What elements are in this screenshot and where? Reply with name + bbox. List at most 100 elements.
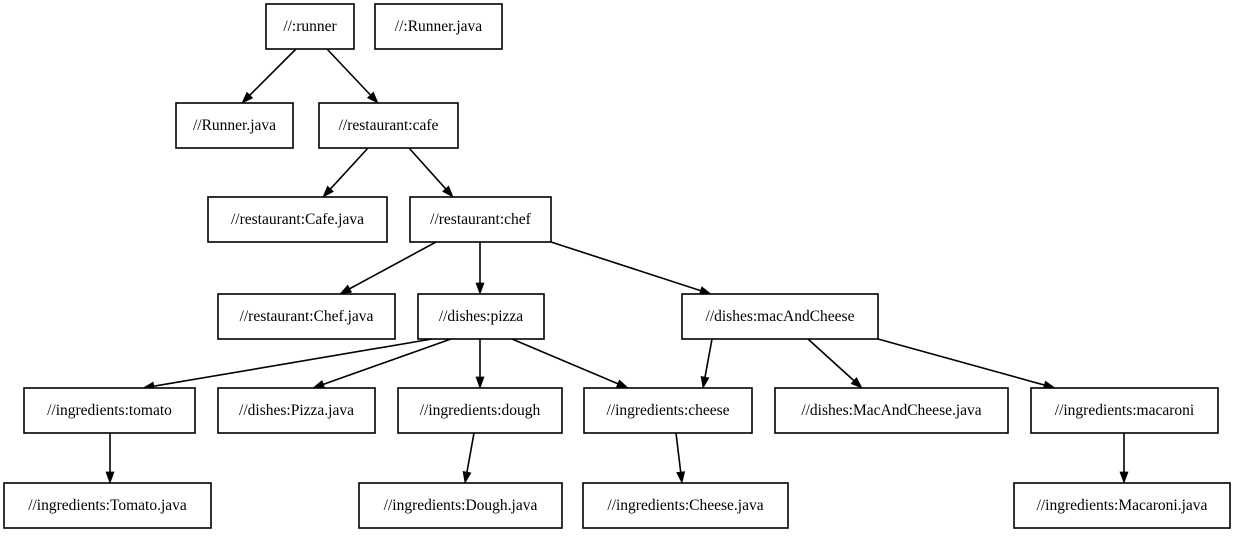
edge-line [326,48,372,96]
node-label: //ingredients:Cheese.java [607,497,763,514]
graph-edge [408,147,454,198]
node-label: //ingredients:tomato [47,402,172,419]
node-label: //restaurant:Cafe.java [231,211,364,228]
graph-edge [807,338,863,389]
node-label: //restaurant:Chef.java [240,308,374,325]
node-label: //Runner.java [193,117,276,134]
graph-node-runner-java[interactable]: //Runner.java [175,102,294,149]
node-label: //ingredients:Macaroni.java [1037,497,1208,514]
node-label: //dishes:MacAndCheese.java [801,402,981,419]
graph-edge [475,339,485,390]
edge-line [408,147,447,190]
node-label: //ingredients:macaroni [1055,402,1195,419]
edge-arrowhead-icon [312,379,326,389]
graph-node-ing-macaroni-java[interactable]: //ingredients:Macaroni.java [1013,482,1231,529]
edge-line [349,241,437,290]
node-box[interactable] [318,102,459,149]
edge-arrowhead-icon [105,471,115,485]
graph-node-restaurant-cafe[interactable]: //restaurant:cafe [318,102,459,149]
edge-line [153,338,433,387]
node-label: //ingredients:Tomato.java [28,497,187,514]
node-box[interactable] [1013,482,1231,529]
edge-layer [105,48,1129,485]
graph-node-ing-cheese-java[interactable]: //ingredients:Cheese.java [582,482,789,529]
node-box[interactable] [582,482,789,529]
node-box[interactable] [3,482,212,529]
edge-arrowhead-icon [366,91,379,104]
edge-arrowhead-icon [676,471,686,485]
graph-node-ing-tomato-java[interactable]: //ingredients:Tomato.java [3,482,212,529]
graph-edge [105,433,115,485]
graph-edge [475,242,485,296]
edge-line [511,338,619,385]
edge-arrowhead-icon [475,282,485,296]
graph-edge [312,338,452,389]
edge-arrowhead-icon [339,284,353,295]
graph-edge [550,241,712,295]
node-box[interactable] [217,387,376,434]
graph-node-runner-java-root[interactable]: //:Runner.java [374,3,503,50]
graph-node-ing-tomato[interactable]: //ingredients:tomato [23,387,196,434]
node-box[interactable] [583,387,753,434]
node-label: //dishes:macAndCheese [706,308,855,325]
node-label: //:runner [283,18,337,35]
graph-node-restaurant-chef-java[interactable]: //restaurant:Chef.java [217,293,396,340]
node-box[interactable] [374,3,503,50]
graph-node-ing-macaroni[interactable]: //ingredients:macaroni [1030,387,1219,434]
node-label: //restaurant:cafe [339,117,439,134]
graph-edge [462,432,475,485]
graph-edge [339,241,437,295]
graph-node-ing-dough[interactable]: //ingredients:dough [397,387,563,434]
node-label: //ingredients:cheese [606,402,729,419]
graph-edge [241,48,297,104]
edge-arrowhead-icon [475,376,485,390]
node-box[interactable] [207,196,388,243]
node-box[interactable] [397,387,563,434]
graph-node-runner-target[interactable]: //:runner [265,3,355,50]
edge-arrowhead-icon [462,471,472,485]
edge-arrowhead-icon [322,185,334,198]
node-box[interactable] [23,387,196,434]
edge-line [704,338,713,378]
node-box[interactable] [175,102,294,149]
edge-line [877,338,1045,386]
node-label: //:Runner.java [395,18,483,35]
node-box[interactable] [217,293,396,340]
edge-arrowhead-icon [700,376,710,390]
graph-edge [700,338,713,390]
graph-edge [141,338,433,391]
edge-line [550,241,701,292]
node-label: //ingredients:dough [420,402,541,419]
node-box[interactable] [265,3,355,50]
node-box[interactable] [409,196,552,243]
graph-edge [322,147,369,198]
edge-line [323,338,452,386]
edge-line [675,432,682,473]
graph-node-dishes-pizza[interactable]: //dishes:pizza [417,293,545,340]
graph-node-dishes-macandcheese[interactable]: //dishes:macAndCheese [681,293,879,340]
edge-arrowhead-icon [1119,471,1129,485]
node-box[interactable] [358,482,563,529]
node-box[interactable] [681,293,879,340]
graph-node-restaurant-chef[interactable]: //restaurant:chef [409,196,552,243]
edge-arrowhead-icon [850,377,863,389]
edge-arrowhead-icon [615,379,629,389]
graph-node-ing-cheese[interactable]: //ingredients:cheese [583,387,753,434]
graph-node-dishes-macandcheese-java[interactable]: //dishes:MacAndCheese.java [774,387,1009,434]
node-label: //dishes:Pizza.java [239,402,354,419]
edge-line [329,147,369,190]
node-box[interactable] [1030,387,1219,434]
graph-node-restaurant-cafe-java[interactable]: //restaurant:Cafe.java [207,196,388,243]
graph-edge [1119,433,1129,485]
graph-node-ing-dough-java[interactable]: //ingredients:Dough.java [358,482,563,529]
node-box[interactable] [417,293,545,340]
node-layer: //:runner //:Runner.java //Runner.java //re… [3,3,1231,529]
node-label: //restaurant:chef [430,211,532,228]
graph-edge [326,48,379,104]
node-box[interactable] [774,387,1009,434]
graph-node-dishes-pizza-java[interactable]: //dishes:Pizza.java [217,387,376,434]
edge-arrowhead-icon [241,91,254,104]
edge-arrowhead-icon [442,185,454,198]
